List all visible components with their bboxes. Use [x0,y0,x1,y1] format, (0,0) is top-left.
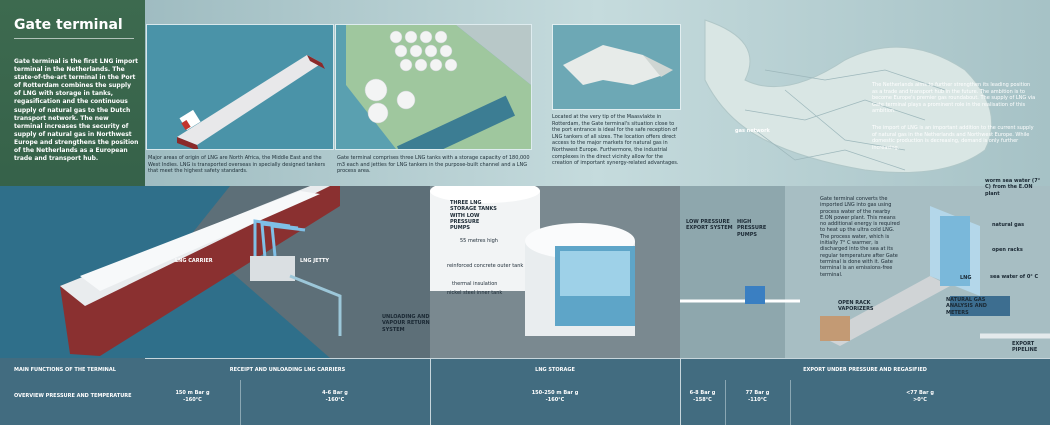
lp-export-label: LOW PRESSURE EXPORT SYSTEM [686,219,733,232]
lng-jetty-label: LNG JETTY [300,258,330,264]
unloading-arms-icon [253,219,306,261]
natural-gas-label: natural gas [992,222,1025,228]
storage-tank-icon [430,179,635,336]
intro-text: Gate terminal is the first LNG import te… [14,58,139,163]
netherlands-map [704,19,993,173]
storage-diagram [430,179,680,358]
sea-water-label: sea water of 0° C [990,274,1039,280]
value-cell: 77 Bar g-110°C [745,390,770,403]
location-image [552,24,681,110]
value-cell: 4-6 Bar g-160°C [322,390,348,403]
hp-pump-icon [745,286,765,304]
lng-label: LNG [960,275,972,281]
jetty-platform-icon [250,256,295,281]
value-cell: 150 m Bar g-160°C [175,390,210,403]
receipt-diagram [0,186,430,358]
analysis-label: NATURAL GAS ANALYSIS AND METERS [946,297,987,316]
gas-network-lines [744,69,946,171]
function-export: EXPORT UNDER PRESSURE AND REGASIFIED [803,367,927,373]
open-rack-vaporizers-icon [820,276,950,346]
value-cell: 150-250 m Bar g-160°C [531,390,579,403]
export-pipeline-label: EXPORT PIPELINE [1012,341,1038,354]
gas-analysis-icon [950,296,1010,316]
orv-label: OPEN RACK VAPORIZERS [838,300,874,313]
terminal-aerial-image [335,24,532,150]
bottom-summary-bar [0,358,1050,425]
tanker-icon [177,55,325,149]
tanker-image [146,24,334,150]
worm-sea-label: worm sea water (7° C) from the E.ON plan… [985,178,1041,197]
unloading-label: UNLOADING AND VAPOUR RETURN SYSTEM [382,314,430,333]
function-storage: LNG STORAGE [535,367,575,373]
hp-pumps-label: HIGH PRESSURE PUMPS [737,219,767,238]
concrete-label: reinforced concrete outer tank [447,263,524,269]
value-cell: 6-8 Bar g-158°C [689,390,716,403]
page-title: Gate terminal [14,17,123,33]
height-label: 55 metres high [460,238,498,244]
location-caption: Located at the very tip of the Maasvlakt… [552,114,679,167]
process-caption: Gate terminal converts the imported LNG … [820,196,900,278]
export-diagram [680,186,1050,358]
open-racks-icon [930,206,980,296]
open-racks-label: open racks [992,247,1023,253]
function-receipt: RECEIPT AND UNLOADING LNG CARRIERS [229,367,346,373]
tanker-caption: Major areas of origin of LNG are North A… [148,155,326,175]
three-tanks-label: THREE LNG STORAGE TANKS WITH LOW PRESSUR… [450,200,497,232]
insulation-label: thermal insulation [452,281,498,287]
lng-carrier-icon [60,186,340,356]
value-cell: <77 Bar g>0°C [906,390,934,403]
terminal-caption: Gate terminal comprises three LNG tanks … [337,155,530,175]
main-functions-label: MAIN FUNCTIONS OF THE TERMINAL [14,367,116,373]
lng-carrier-label: LNG CARRIER [175,258,213,264]
title-divider [14,38,134,39]
overview-label: OVERVIEW PRESSURE AND TEMPERATURE [14,393,132,399]
nickel-label: nickel steel inner tank [447,290,503,296]
netherlands-caption: The Netherlands aims to further strength… [872,82,1036,115]
import-caption: The import of LNG is an important additi… [872,125,1034,151]
gas-network-label: gas network [735,128,770,134]
storage-tanks-icon [364,30,458,124]
